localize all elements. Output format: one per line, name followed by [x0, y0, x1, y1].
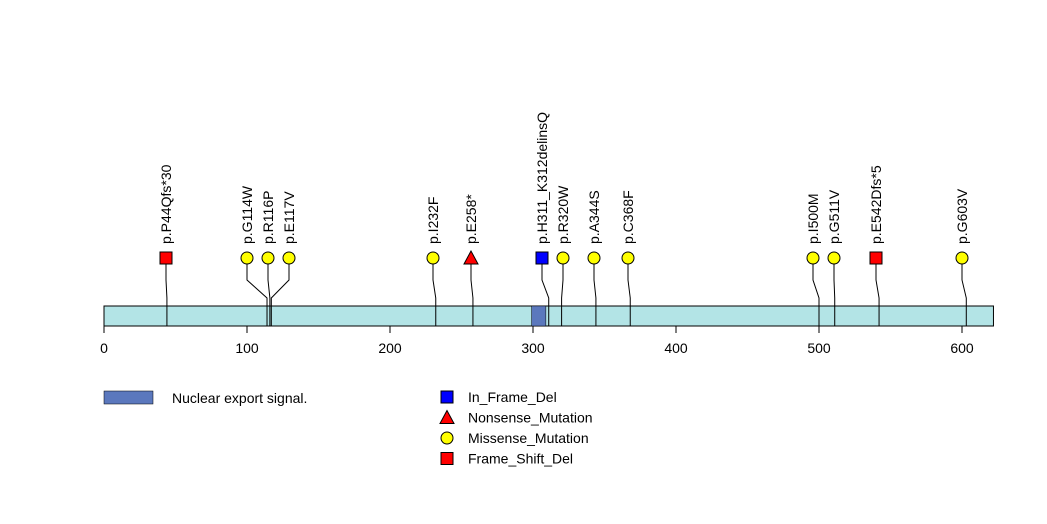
- mutation-label: p.R116P: [260, 191, 276, 244]
- mutation-stem: [593, 258, 597, 326]
- missense-mutation-marker: [426, 251, 440, 265]
- legend-nonsense-icon: [439, 409, 455, 424]
- legend-domain-swatch: [103, 390, 154, 405]
- missense-mutation-marker: [587, 251, 601, 265]
- mutation-label: p.E117V: [281, 191, 297, 244]
- legend-mutation-type-label: Frame_Shift_Del: [468, 451, 573, 467]
- mutation-stem: [432, 258, 437, 326]
- nonsense-mutation-marker: [463, 249, 479, 265]
- mutation-stem: [875, 258, 880, 326]
- missense-mutation-marker: [806, 251, 820, 265]
- mutation-label: p.A344S: [586, 190, 602, 244]
- x-tick-label: 600: [950, 340, 974, 356]
- missense-mutation-marker: [240, 251, 254, 265]
- x-tick-label: 300: [521, 340, 545, 356]
- mutation-stem: [246, 258, 268, 326]
- missense-mutation-marker: [261, 251, 275, 265]
- missense-mutation-marker: [827, 251, 841, 265]
- legend-domain-label: Nuclear export signal.: [172, 390, 307, 406]
- x-tick-label: 400: [664, 340, 688, 356]
- mutation-stem: [541, 258, 550, 326]
- mutation-stem: [961, 258, 967, 326]
- mutation-label: p.R320W: [555, 185, 571, 244]
- legend-mutation-type-label: In_Frame_Del: [468, 389, 557, 405]
- mutation-label: p.H311_K312delinsQ: [534, 112, 550, 244]
- mutation-stem: [165, 258, 168, 326]
- missense-mutation-marker: [556, 251, 570, 265]
- legend-mutation-type-label: Missense_Mutation: [468, 430, 589, 446]
- x-tick-label: 100: [235, 340, 259, 356]
- mutation-label: p.I500M: [805, 193, 821, 244]
- mutation-stem: [270, 258, 290, 326]
- legend-frame-shift-del-icon: [440, 452, 454, 465]
- mutation-label: p.P44Qfs*30: [158, 164, 174, 244]
- mutation-label: p.I232F: [425, 197, 441, 244]
- mutation-stem: [561, 258, 564, 326]
- mutation-label: p.G603V: [954, 188, 970, 244]
- frame-shift-del-marker: [869, 251, 883, 265]
- missense-mutation-marker: [955, 251, 969, 265]
- mutation-stem: [812, 258, 820, 326]
- x-tick-label: 200: [378, 340, 402, 356]
- mutation-stem: [470, 258, 474, 326]
- domain-nuclear-export-signal: [531, 305, 547, 327]
- mutation-label: p.G114W: [239, 185, 255, 244]
- legend-in-frame-del-icon: [440, 390, 454, 404]
- mutation-stem: [833, 258, 836, 326]
- legend-mutation-type-label: Nonsense_Mutation: [468, 410, 593, 426]
- x-tick-label: 0: [100, 340, 108, 356]
- mutation-stem: [267, 258, 271, 326]
- mutation-label: p.E258*: [463, 194, 479, 244]
- legend-missense-icon: [440, 431, 454, 445]
- mutation-stem: [627, 258, 631, 326]
- mutation-label: p.C368F: [620, 190, 636, 244]
- in-frame-del-marker: [535, 251, 549, 265]
- x-tick-label: 500: [807, 340, 831, 356]
- missense-mutation-marker: [621, 251, 635, 265]
- mutation-label: p.G511V: [826, 189, 842, 244]
- missense-mutation-marker: [282, 251, 296, 265]
- frame-shift-del-marker: [159, 251, 173, 265]
- mutation-label: p.E542Dfs*5: [868, 165, 884, 244]
